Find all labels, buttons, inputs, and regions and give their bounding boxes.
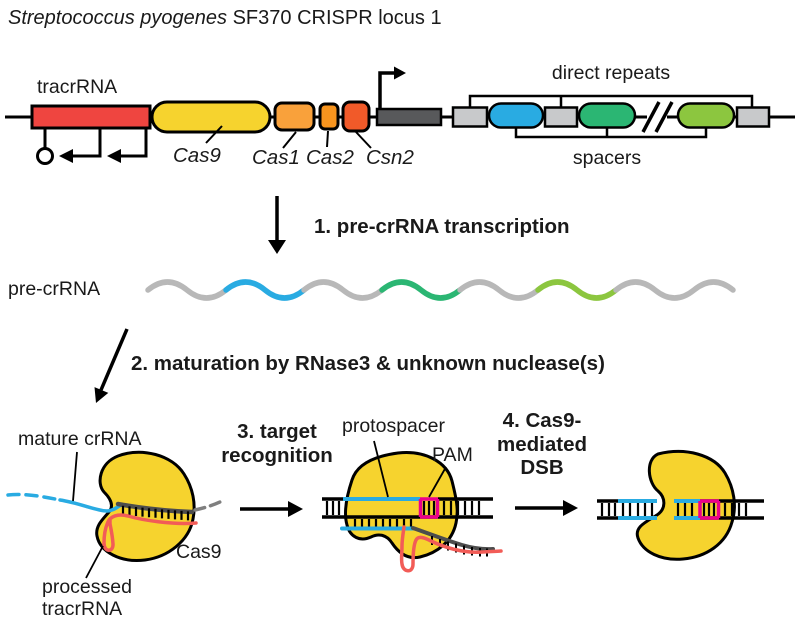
title-rest: SF370 CRISPR locus 1 — [227, 7, 442, 29]
crrna-repeat-line — [411, 526, 495, 552]
bent-line — [73, 128, 102, 158]
shaft — [99, 328, 129, 391]
arrowhead — [107, 149, 121, 163]
tracrrna-gene-box — [30, 104, 152, 130]
csn2-gene-box — [341, 100, 371, 133]
pam-base-pairing-rungs — [422, 501, 436, 515]
crispr-locus — [5, 66, 795, 165]
locus-break-slashes-icon — [641, 101, 674, 133]
species-name: Streptococcus pyogenes — [8, 7, 228, 29]
cas9-protein-blob — [344, 451, 459, 560]
spacer-green-capsule — [577, 102, 637, 129]
label-mature-crrna: mature crRNA — [18, 428, 142, 450]
cas9-dsb-complex — [597, 450, 764, 561]
label-protospacer: protospacer — [342, 415, 445, 437]
cas2-gene-box — [318, 102, 340, 131]
processed-tracrrna-line — [102, 513, 198, 552]
leader-sequence-box — [375, 107, 443, 127]
repeat-dashed-line — [193, 499, 224, 512]
wave-gray-segment — [457, 279, 541, 301]
label-step1: 1. pre-crRNA transcription — [314, 215, 570, 238]
label-csn2-gene: Csn2 — [366, 146, 414, 169]
cas1-gene-box — [273, 101, 316, 132]
base-pairing-rungs — [121, 505, 190, 521]
pam-box — [418, 497, 440, 519]
wave-lightgreen-spacer-segment — [535, 279, 619, 301]
pre-crrna-transcript-wave — [145, 279, 736, 301]
protospacer-highlight-cut — [618, 499, 700, 520]
label-step3: 3. target recognition — [221, 420, 333, 467]
arrowhead — [59, 149, 73, 163]
direct-repeat-box — [735, 106, 771, 128]
step3-right-arrow-icon — [240, 501, 303, 517]
dna-left-fragment-strands — [597, 499, 657, 520]
direct-repeat-box — [451, 106, 489, 128]
cas9-gene-capsule — [150, 100, 272, 134]
wave-blue-spacer-segment — [223, 279, 307, 301]
promoter-left-arrow-icon — [59, 128, 102, 163]
step4-right-arrow-icon — [515, 500, 578, 516]
direct-repeats-bracket — [468, 94, 754, 107]
step1-down-arrow-icon — [268, 196, 286, 254]
wave-gray-segment — [145, 279, 229, 301]
annotation-leader-lines — [72, 451, 104, 579]
label-step4: 4. Cas9- mediated DSB — [497, 409, 587, 480]
cas9-crrna-tracrrna-complex — [6, 450, 224, 579]
arrowhead — [288, 501, 303, 517]
dna-base-pairing-rungs — [600, 503, 748, 516]
crrna-dashed-line — [6, 492, 62, 502]
loop-circle — [36, 147, 54, 165]
label-pre-crrna: pre-crRNA — [8, 278, 101, 300]
spacer-blue-capsule — [487, 102, 545, 129]
arrowhead — [394, 66, 406, 80]
promoter-right-arrow-icon — [378, 66, 406, 109]
direct-repeat-box — [543, 106, 579, 128]
label-cas9-gene: Cas9 — [173, 144, 221, 167]
label-cas9-protein: Cas9 — [176, 541, 222, 563]
cas9-target-recognition-complex — [322, 440, 503, 573]
gene-label-leader-lines — [205, 125, 372, 149]
wave-green-spacer-segment — [379, 279, 463, 301]
label-pam: PAM — [432, 444, 473, 466]
label-step2: 2. maturation by RNase3 & unknown nuclea… — [131, 352, 605, 375]
label-spacers: spacers — [572, 147, 642, 169]
step2-diagonal-arrow-icon — [94, 328, 129, 403]
label-direct-repeats: direct repeats — [551, 62, 671, 84]
crrna-dna-pairing-rungs — [353, 519, 413, 527]
spacers-bracket — [514, 128, 708, 139]
label-cas2-gene: Cas2 — [306, 146, 354, 169]
tracrrna-stemloop-icon — [36, 128, 54, 165]
annotation-leader-lines — [373, 440, 447, 498]
arrowhead — [94, 387, 109, 403]
arrowhead — [268, 240, 286, 254]
wave-gray-segment — [613, 279, 736, 301]
mature-crrna-line — [58, 498, 123, 513]
spacer-lightgreen-capsule — [676, 102, 736, 129]
page-title: Streptococcus pyogenes SF370 CRISPR locu… — [8, 7, 442, 30]
pam-box — [698, 499, 721, 520]
arrowhead — [563, 500, 578, 516]
crrna-repeat-line — [115, 501, 195, 515]
dna-base-pairing-rungs — [325, 501, 481, 515]
bent-line — [378, 71, 394, 109]
label-tracrrna: tracrRNA — [37, 76, 118, 98]
promoter-left-arrow-icon — [107, 128, 148, 163]
label-processed-tracrrna: processed tracrRNA — [42, 576, 132, 621]
bent-line — [121, 128, 148, 158]
label-cas1-gene: Cas1 — [252, 146, 300, 169]
tracrrna-hairpin-line — [399, 525, 503, 573]
wave-gray-segment — [301, 279, 385, 301]
